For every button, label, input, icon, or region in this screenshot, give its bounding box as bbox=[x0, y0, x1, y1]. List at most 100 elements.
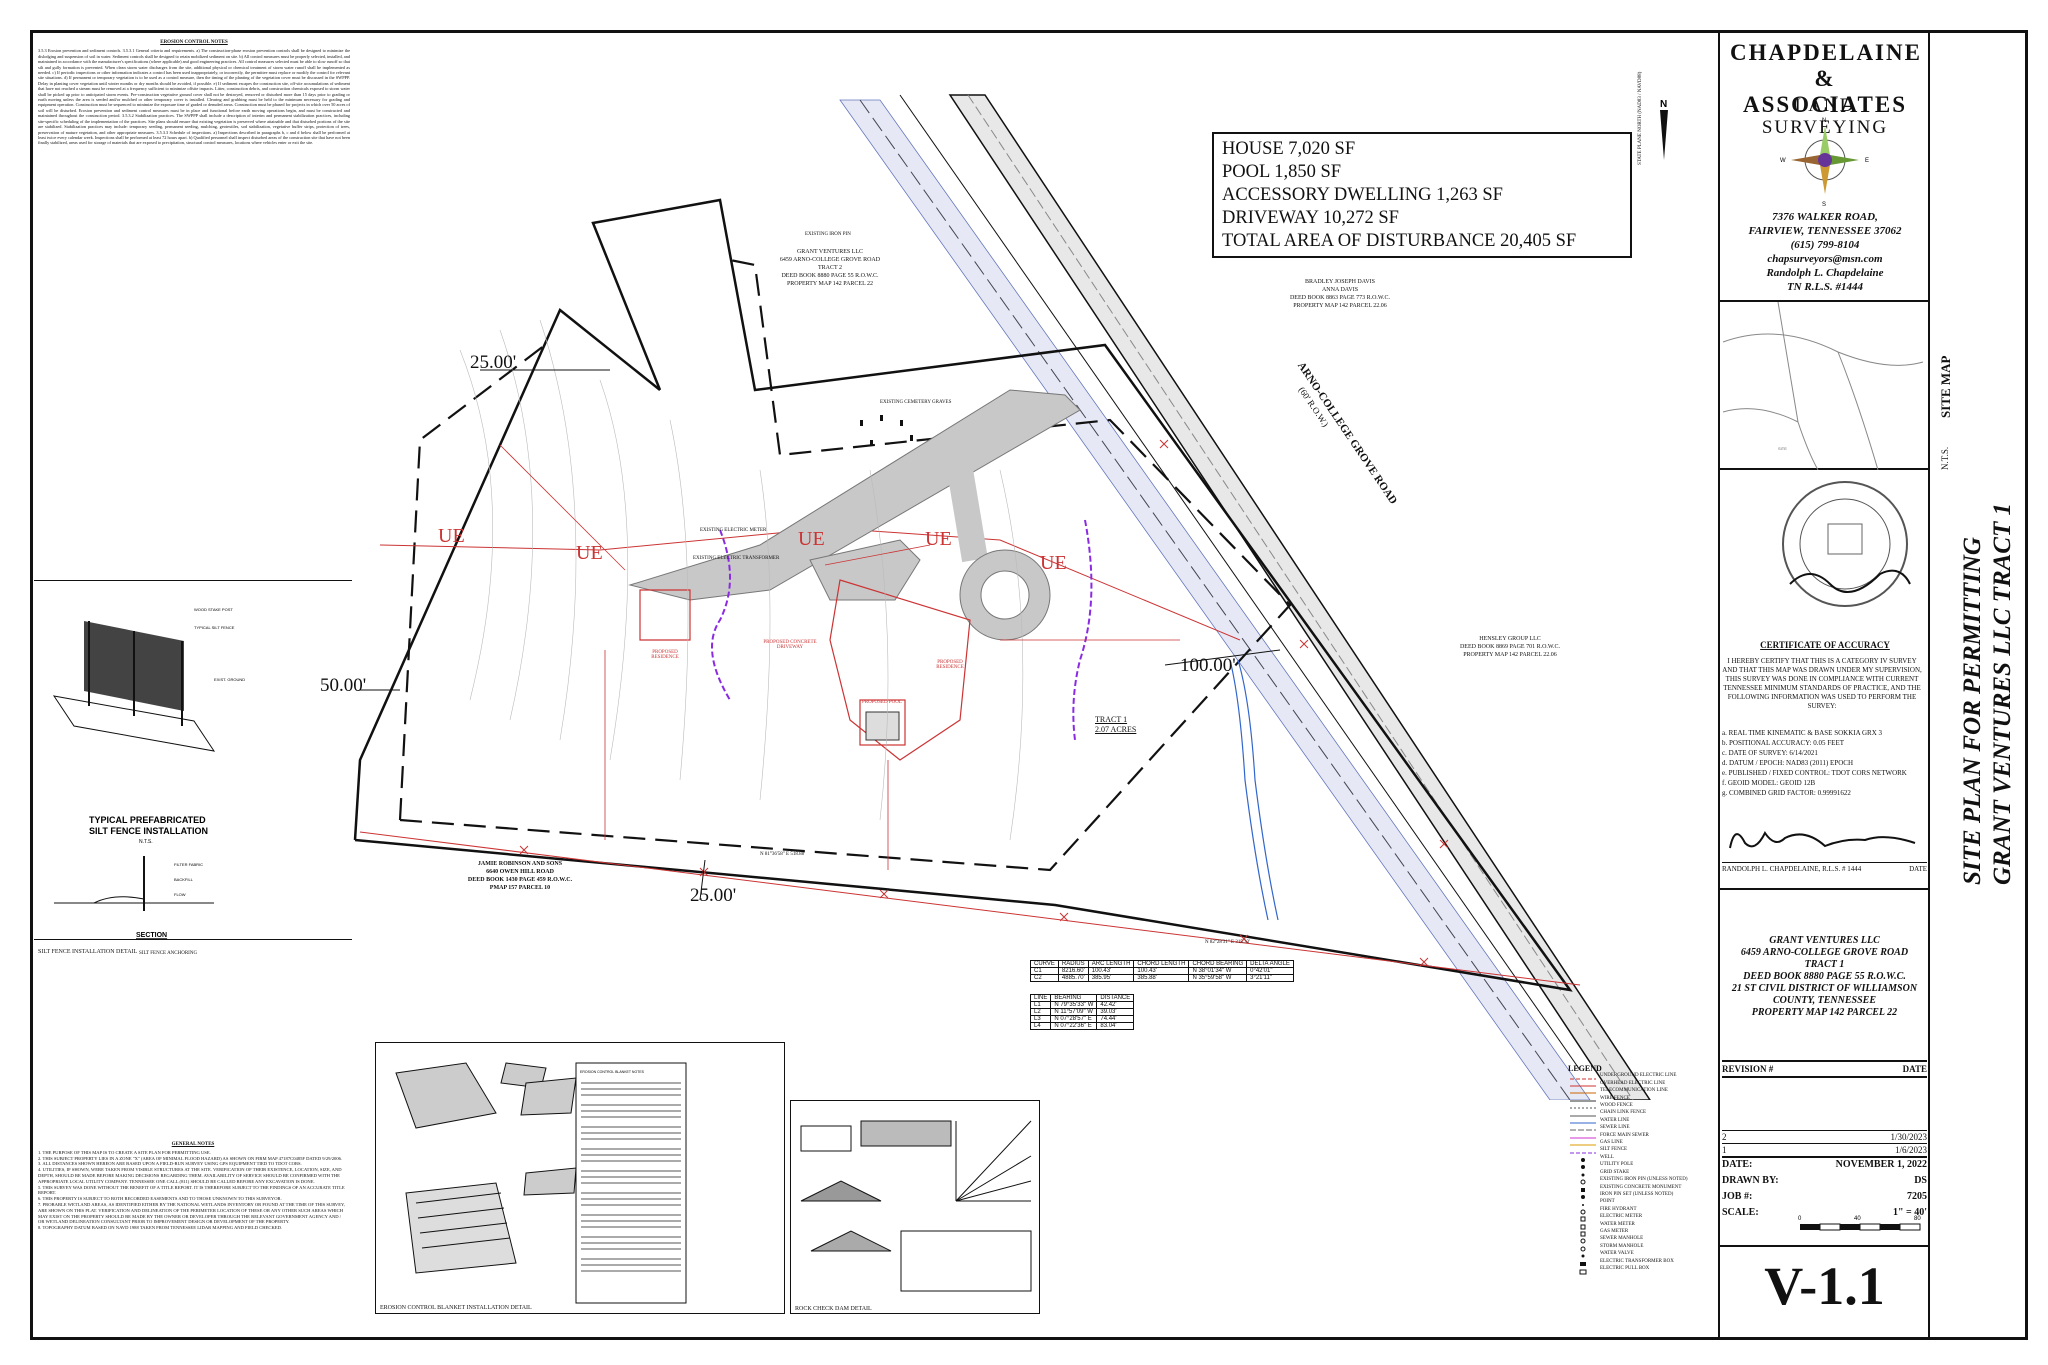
signature bbox=[1729, 831, 1916, 849]
erosion-control-notes: EROSION CONTROL NOTES 3.5.3 Erosion prev… bbox=[38, 40, 350, 146]
silt-fence-drawing: WOOD STAKE POST TYPICAL SILT FENCE EXIST… bbox=[52, 607, 245, 939]
neighbor-robinson-4: PMAP 157 PARCEL 10 bbox=[489, 885, 551, 891]
neighbor-hensley-3: PROPERTY MAP 142 PARCEL 22.06 bbox=[1463, 652, 1557, 658]
owner-tract2-5: PROPERTY MAP 142 PARCEL 22 bbox=[786, 281, 874, 287]
legend: LEGEND UNDERGROUND ELECTRIC LINE OVERHEA… bbox=[1568, 1064, 1703, 1272]
owner-line: PROPERTY MAP 142 PARCEL 22 bbox=[1751, 1007, 1898, 1018]
neighbor-davis-2: ANNA DAVIS bbox=[1321, 287, 1359, 293]
sheet-title-2: GRANT VENTURES LLC TRACT 1 bbox=[1989, 503, 2016, 885]
curve-cell: 8216.60' bbox=[1057, 967, 1089, 975]
cul-de-sac-island bbox=[980, 570, 1030, 620]
proposed-residence-east bbox=[829, 579, 971, 761]
legend-item: WATER VALVE bbox=[1600, 1251, 1634, 1257]
legend-item: ELECTRIC METER bbox=[1600, 1214, 1643, 1220]
revision-header: REVISION # DATE bbox=[1722, 1060, 1927, 1078]
legend-item: UTILITY POLE bbox=[1600, 1162, 1634, 1168]
line-cell: 42.42' bbox=[1096, 1001, 1135, 1009]
table-row: C1 8216.60' 100.43' 100.43' N 38°01'34" … bbox=[1030, 967, 1294, 975]
line-cell: N 79°35'33" W bbox=[1050, 1001, 1098, 1009]
silt-detail-title2: SILT FENCE INSTALLATION bbox=[89, 826, 208, 836]
line-cell: 83.04' bbox=[1096, 1022, 1135, 1030]
ue-label-4: UE bbox=[925, 528, 952, 550]
label-electric-meter: EXISTING ELECTRIC METER bbox=[700, 528, 767, 533]
general-note-7: 7. PROBABLE WETLAND AREAS, AS IDENTIFIED… bbox=[38, 1201, 345, 1225]
svg-text:S: S bbox=[1822, 202, 1826, 207]
utility-marks-east bbox=[1159, 439, 1449, 849]
certificate-body: I HEREBY CERTIFY THAT THIS IS A CATEGORY… bbox=[1722, 657, 1922, 710]
site-plan-drawing: N bbox=[353, 94, 1668, 1100]
neighbor-robinson: JAMIE ROBINSON AND SONS 6640 OWEN HILL R… bbox=[455, 860, 585, 892]
legend-item: WATER LINE bbox=[1600, 1117, 1630, 1123]
neighbor-davis: BRADLEY JOSEPH DAVIS ANNA DAVIS DEED BOO… bbox=[1275, 278, 1405, 310]
legend-item: IRON PIN SET (UNLESS NOTED) bbox=[1600, 1191, 1674, 1197]
svg-text:W: W bbox=[1780, 158, 1786, 164]
curve-cell: 385.95' bbox=[1087, 974, 1135, 982]
curve-table-header: CURVE RADIUS ARC LENGTH CHORD LENGTH CHO… bbox=[1030, 960, 1294, 968]
north-arrow-icon bbox=[1660, 110, 1668, 160]
firm-address: 7376 WALKER ROAD, FAIRVIEW, TENNESSEE 37… bbox=[1730, 210, 1920, 294]
site-map-label: SITE MAP bbox=[1938, 355, 1953, 418]
meta-scale: SCALE:1" = 40' bbox=[1722, 1205, 1927, 1221]
table-row: C2 4885.70' 385.95' 385.88' N 35°59'58" … bbox=[1030, 974, 1294, 982]
owner-tract2: GRANT VENTURES LLC 6459 ARNO-COLLEGE GRO… bbox=[770, 248, 890, 288]
legend-item: ELECTRIC TRANSFORMER BOX bbox=[1600, 1258, 1674, 1264]
water-line bbox=[859, 99, 1571, 1100]
silt-fence-east bbox=[1072, 519, 1093, 741]
line-cell: N 07°28'57" E bbox=[1050, 1015, 1098, 1023]
owner-line: GRANT VENTURES LLC bbox=[1769, 935, 1880, 946]
meta-scale-value: 1" = 40' bbox=[1892, 1207, 1927, 1218]
owner-line: 21 ST CIVIL DISTRICT OF WILLIAMSON bbox=[1731, 983, 1918, 994]
firm-phone: (615) 799-8104 bbox=[1790, 239, 1860, 251]
certificate-item: g. COMBINED GRID FACTOR: 0.99991622 bbox=[1722, 789, 1851, 797]
owner-line: COUNTY, TENNESSEE bbox=[1773, 995, 1876, 1006]
label-residence-west: PROPOSED RESIDENCE bbox=[651, 650, 679, 660]
line-header: BEARING bbox=[1050, 994, 1098, 1002]
title-strip-divider bbox=[1928, 32, 1930, 1338]
curve-cell: 100.43' bbox=[1133, 967, 1190, 975]
legend-item: OVERHEAD ELECTRIC LINE bbox=[1600, 1080, 1666, 1086]
neighbor-robinson-3: DEED BOOK 1430 PAGE 459 R.O.W.C. bbox=[467, 877, 573, 883]
firm-address2: FAIRVIEW, TENNESSEE 37062 bbox=[1748, 225, 1902, 237]
area-accessory: ACCESSORY DWELLING 1,263 SF bbox=[1222, 185, 1503, 205]
meta-date-label: DATE: bbox=[1722, 1159, 1753, 1170]
driveway-branch bbox=[937, 440, 988, 563]
north-arrow-n: N bbox=[1660, 99, 1667, 110]
certificate-item: d. DATUM / EPOCH: NAD83 (2011) EPOCH bbox=[1722, 759, 1853, 767]
general-note-1: 1. THE PURPOSE OF THIS MAP IS TO CREATE … bbox=[38, 1149, 211, 1155]
legend-item: STORM MANHOLE bbox=[1600, 1243, 1644, 1249]
meta-job-label: JOB #: bbox=[1722, 1191, 1753, 1202]
legend-item: GRID STAKE bbox=[1600, 1169, 1630, 1175]
legend-item: EXISTING CONCRETE MONUMENT bbox=[1600, 1184, 1682, 1190]
rock-check-dam-drawing bbox=[800, 1120, 1032, 1292]
bearing-south-east: N 82°28'31" E 315.33' bbox=[1205, 940, 1251, 945]
certificate-item: f. GEOID MODEL: GEOID 12B bbox=[1722, 779, 1816, 787]
legend-item: WOOD FENCE bbox=[1600, 1103, 1633, 1109]
svg-text:SITE: SITE bbox=[1778, 446, 1787, 451]
revision-spacer bbox=[1722, 1078, 1927, 1130]
section-note-2: BACKFILL bbox=[174, 877, 194, 882]
silt-fence-detail: WOOD STAKE POST TYPICAL SILT FENCE EXIST… bbox=[34, 580, 352, 956]
line-cell: N 07°22'36" E bbox=[1050, 1022, 1098, 1030]
site-map-nts: N.T.S. bbox=[1940, 446, 1950, 470]
title-block bbox=[1718, 32, 2028, 1338]
curve-cell: N 35°59'58" W bbox=[1188, 974, 1248, 982]
cemetery-graves bbox=[860, 415, 913, 446]
legend-item: ELECTRIC PULL BOX bbox=[1600, 1265, 1650, 1271]
legend-item: WIRE FENCE bbox=[1600, 1095, 1630, 1101]
meta-job: JOB #:7205 bbox=[1722, 1189, 1927, 1205]
rock-caption: ROCK CHECK DAM DETAIL bbox=[795, 1306, 872, 1312]
firm-address1: 7376 WALKER ROAD, bbox=[1772, 211, 1878, 223]
silt-note-3: EXIST. GROUND bbox=[214, 677, 245, 682]
silt-caption: SILT FENCE INSTALLATION DETAIL bbox=[38, 949, 138, 955]
general-notes-title: GENERAL NOTES bbox=[171, 1142, 215, 1147]
line-cell: L1 bbox=[1029, 1001, 1052, 1009]
certificate-title: CERTIFICATE OF ACCURACY bbox=[1760, 640, 1890, 650]
legend-item: WATER METER bbox=[1600, 1221, 1635, 1227]
legend-item: UNDERGROUND ELECTRIC LINE bbox=[1600, 1073, 1677, 1079]
general-note-8: 8. TOPOGRAPHY DATUM BASED ON NAVD 1988 T… bbox=[38, 1225, 283, 1231]
owner-tract2-3: TRACT 2 bbox=[817, 265, 843, 271]
curve-cell: 100.43' bbox=[1087, 967, 1135, 975]
signature-date-label: DATE bbox=[1909, 865, 1927, 873]
setback-50: 50.00' bbox=[320, 675, 367, 696]
